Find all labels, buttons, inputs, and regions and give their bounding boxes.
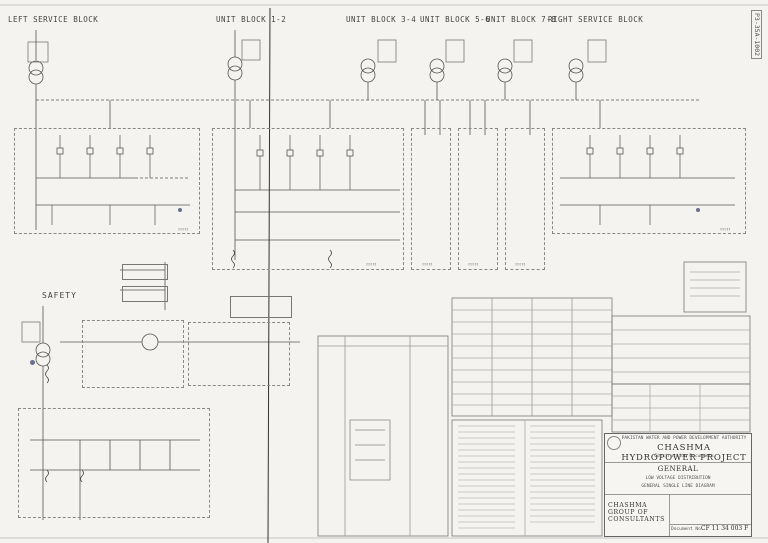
unit-5-6-panel (458, 128, 498, 270)
panel-tag: ▯▯▯▯▯ (468, 262, 479, 266)
scan-mark (696, 208, 700, 212)
panel-tag: ▯▯▯▯▯ (178, 227, 189, 231)
safety-feeder-box-1 (122, 264, 168, 280)
document-number-label: Document No. (671, 527, 704, 532)
document-number: CF 11 34 003 F (701, 525, 749, 532)
document-stage: Construction Documents (654, 454, 714, 459)
safety-distribution-panel (188, 322, 290, 386)
right-service-block-title: RIGHT SERVICE BLOCK (548, 15, 644, 24)
seal-logo (607, 436, 621, 450)
unit-block-1-2-title: UNIT BLOCK 1-2 (216, 15, 287, 24)
safety-block-title: SAFETY (42, 291, 77, 300)
breaker-symbol (56, 147, 684, 157)
unit-3-4-panel (411, 128, 451, 270)
sheet-number: P3-35A-1002 (751, 10, 762, 60)
unit-1-2-panel (212, 128, 404, 270)
panel-tag: ▯▯▯▯▯ (720, 227, 731, 231)
safety-transfer-box (230, 296, 292, 318)
transformer-symbol (28, 60, 44, 85)
project-name: CHASHMA HYDROPOWER PROJECT (621, 443, 747, 463)
right-service-panel (552, 128, 746, 234)
unit-block-3-4-title: UNIT BLOCK 3-4 (346, 15, 417, 24)
safety-switchgear-panel (82, 320, 184, 388)
drawing-title-distribution: LOW VOLTAGE DISTRIBUTION (645, 476, 711, 481)
title-block: PAKISTAN WATER AND POWER DEVELOPMENT AUT… (604, 433, 752, 537)
panel-tag: ▯▯▯▯▯ (515, 262, 526, 266)
safety-panel (18, 408, 210, 518)
left-service-panel (14, 128, 200, 234)
scan-mark (30, 360, 35, 365)
cable-squiggle (45, 249, 332, 483)
left-service-block-title: LEFT SERVICE BLOCK (8, 15, 99, 24)
drawing-title-diagram: GENERAL SINGLE LINE DIAGRAM (641, 484, 715, 489)
unit-block-7-8-title: UNIT BLOCK 7-8 (486, 15, 557, 24)
panel-tag: ▯▯▯▯▯ (422, 262, 433, 266)
scan-mark (178, 208, 182, 212)
unit-7-8-panel (505, 128, 545, 270)
panel-tag: ▯▯▯▯▯ (366, 262, 377, 266)
unit-block-5-6-title: UNIT BLOCK 5-6 (420, 15, 491, 24)
consultant-name: CHASHMA GROUP OF CONSULTANTS (608, 502, 665, 523)
safety-feeder-box-2 (122, 286, 168, 302)
authority-name: PAKISTAN WATER AND POWER DEVELOPMENT AUT… (621, 436, 747, 441)
drawing-title-general: GENERAL (657, 465, 699, 473)
